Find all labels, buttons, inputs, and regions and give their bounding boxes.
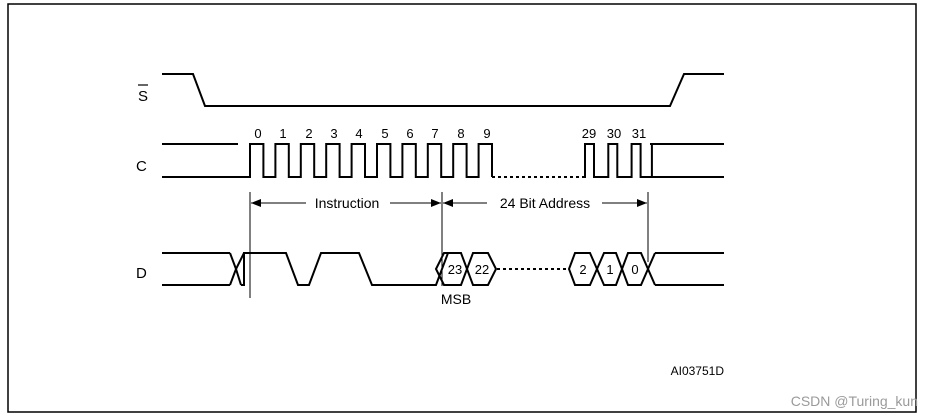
d-signal-label: D — [136, 265, 147, 282]
clock-tick-29: 29 — [582, 126, 596, 141]
d-waveform — [162, 252, 724, 286]
clock-tick-31: 31 — [632, 126, 646, 141]
clock-tick-9: 9 — [483, 126, 490, 141]
c-pulse-train-first — [238, 143, 493, 178]
c-pulse-train-last — [582, 143, 653, 178]
clock-tick-1: 1 — [279, 126, 286, 141]
clock-tick-7: 7 — [431, 126, 438, 141]
data-bit-22: 22 — [475, 262, 489, 277]
data-bit-0: 0 — [631, 262, 638, 277]
msb-label: MSB — [441, 291, 471, 307]
clock-tick-2: 2 — [305, 126, 312, 141]
data-bit-23: 23 — [448, 262, 462, 277]
instruction-span-label: Instruction — [315, 195, 380, 211]
address-span-label: 24 Bit Address — [500, 195, 590, 211]
clock-tick-6: 6 — [406, 126, 413, 141]
c-waveform — [162, 143, 724, 178]
c-signal-label: C — [136, 158, 147, 175]
clock-tick-labels: 0 1 2 3 4 5 6 7 8 9 29 30 31 — [254, 126, 646, 141]
clock-tick-4: 4 — [355, 126, 362, 141]
watermark-text: CSDN @Turing_kun — [791, 393, 918, 409]
clock-tick-30: 30 — [607, 126, 621, 141]
figure-reference: AI03751D — [671, 364, 725, 378]
clock-tick-8: 8 — [457, 126, 464, 141]
figure-frame — [7, 3, 917, 413]
instruction-span-arrow — [251, 199, 441, 207]
s-waveform — [162, 73, 724, 107]
data-bit-2: 2 — [579, 262, 586, 277]
clock-tick-0: 0 — [254, 126, 261, 141]
clock-tick-5: 5 — [381, 126, 388, 141]
address-span-arrow — [443, 199, 647, 207]
s-signal-label: S — [138, 88, 148, 105]
clock-tick-3: 3 — [330, 126, 337, 141]
data-bit-1: 1 — [606, 262, 613, 277]
